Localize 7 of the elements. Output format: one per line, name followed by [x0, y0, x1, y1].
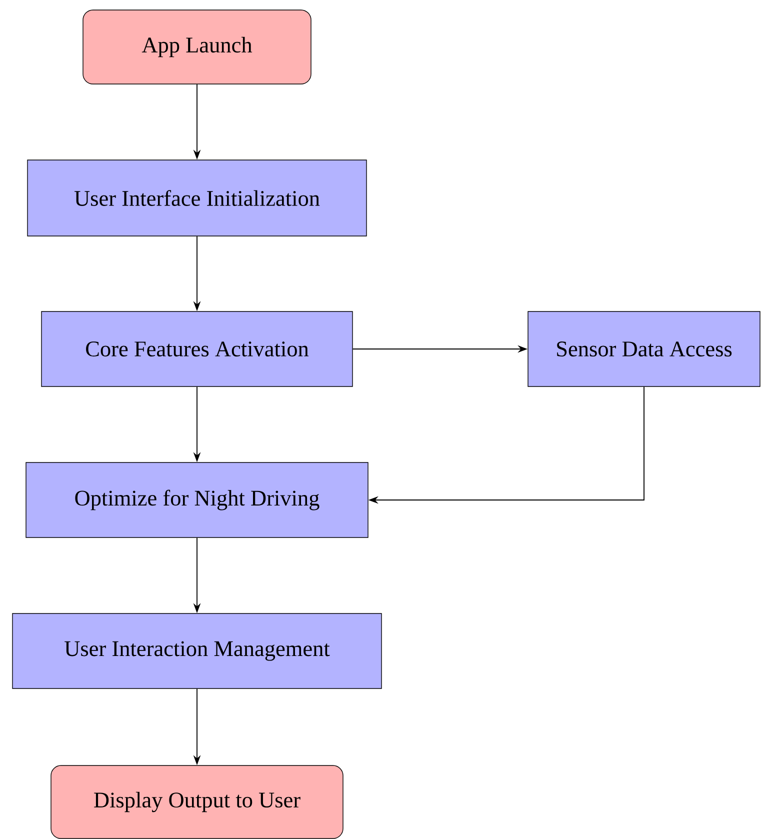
process-box: Sensor Data Access — [528, 311, 760, 387]
terminal-box: Display Output to User — [50, 765, 344, 839]
process-box: Optimize for Night Driving — [26, 462, 368, 538]
process-box: User Interface Initialization — [27, 160, 367, 236]
process-box: Core Features Activation — [41, 311, 353, 387]
process-box: User Interaction Management — [12, 613, 382, 689]
terminal-box: App Launch — [82, 10, 312, 84]
